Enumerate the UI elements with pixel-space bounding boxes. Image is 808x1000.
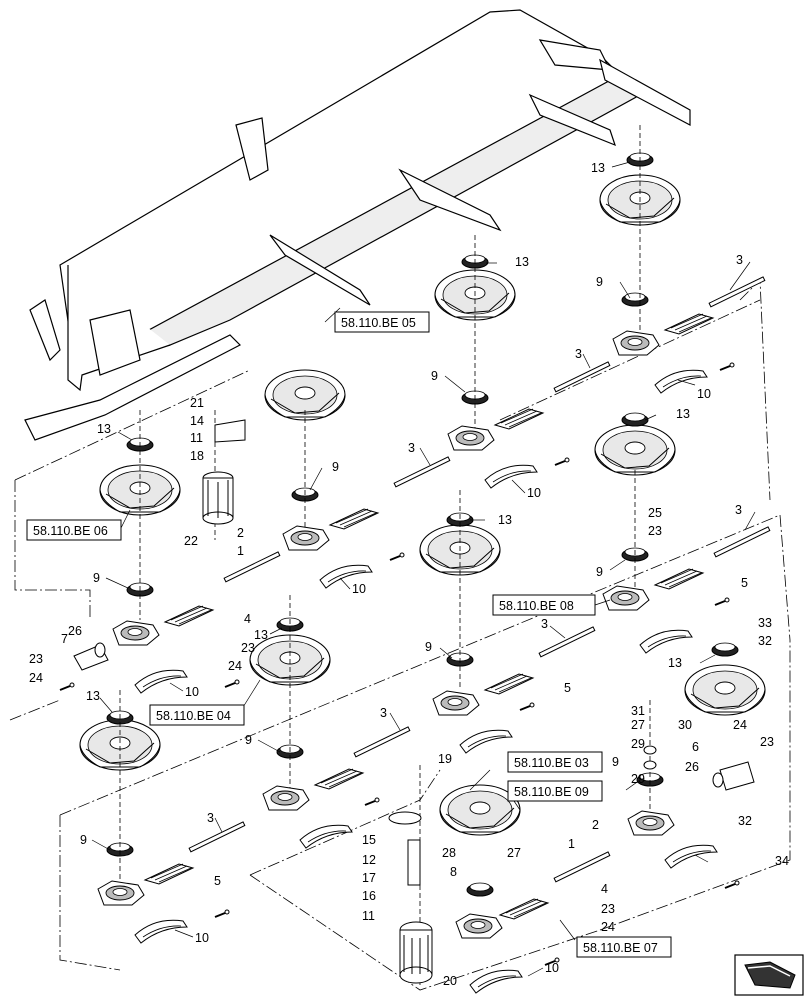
callout: 13 [86,689,100,703]
callout: 3 [541,617,548,631]
callout: 9 [93,571,100,585]
ref-label-be04: 58.110.BE 04 [156,709,231,723]
callout: 13 [591,161,605,175]
reference-boxes: 58.110.BE 05 58.110.BE 06 58.110.BE 08 5… [26,311,672,958]
callout: 7 [61,632,68,646]
callout: 11 [362,909,375,923]
callout: 15 [362,833,376,847]
direction-arrow-icon [734,954,804,996]
callout: 9 [596,565,603,579]
callout: 23 [648,524,662,538]
callout: 19 [438,752,452,766]
callout: 3 [736,253,743,267]
ref-label-be07: 58.110.BE 07 [583,941,658,955]
callout: 21 [190,396,204,410]
callout: 10 [527,486,541,500]
callout: 13 [97,422,111,436]
callout: 4 [244,612,251,626]
stack-lines [119,125,651,985]
callout: 23 [601,902,615,916]
callout: 27 [507,846,521,860]
callout: 2 [592,818,599,832]
ref-label-be06: 58.110.BE 06 [33,524,108,538]
callout: 5 [741,576,748,590]
callout: 18 [190,449,204,463]
callout: 13 [515,255,529,269]
ref-label-be03: 58.110.BE 03 [514,756,589,770]
drive-assembly [73,419,755,984]
callout: 10 [697,387,711,401]
callout: 3 [735,503,742,517]
callout: 11 [190,431,203,445]
callout: 12 [362,853,376,867]
callout: 1 [568,837,575,851]
callout: 9 [431,369,438,383]
callout: 24 [228,659,242,673]
callout: 23 [760,735,774,749]
callout: 25 [648,506,662,520]
callout: 33 [758,616,772,630]
callout: 10 [195,931,209,945]
callout: 9 [596,275,603,289]
callout-numbers: 13 13 13 13 13 13 13 13 3 3 3 3 3 3 3 9 … [29,161,789,988]
callout: 22 [184,534,198,548]
callout: 32 [758,634,772,648]
callout: 23 [241,641,255,655]
callout: 14 [190,414,204,428]
callout: 17 [362,871,376,885]
callout: 4 [601,882,608,896]
callout: 13 [254,628,268,642]
callout: 8 [450,865,457,879]
callout: 13 [498,513,512,527]
callout: 3 [575,347,582,361]
callout: 24 [601,920,615,934]
callout: 23 [29,652,43,666]
callout: 13 [676,407,690,421]
callout: 24 [29,671,43,685]
callout: 26 [68,624,82,638]
callout: 13 [668,656,682,670]
callout: 9 [612,755,619,769]
callout: 10 [352,582,366,596]
callout: 16 [362,889,376,903]
group-outlines [9,279,791,991]
callout: 6 [692,740,699,754]
callout: 9 [332,460,339,474]
callout: 32 [738,814,752,828]
callout: 24 [733,718,747,732]
callout: 2 [237,526,244,540]
main-frame [24,9,691,441]
callout: 30 [678,718,692,732]
callout: 5 [214,874,221,888]
callout: 10 [545,961,559,975]
callout: 3 [408,441,415,455]
callout: 34 [775,854,789,868]
callout: 9 [425,640,432,654]
callout: 31 [631,704,645,718]
callout: 26 [685,760,699,774]
ref-label-be09: 58.110.BE 09 [514,785,589,799]
callout: 3 [207,811,214,825]
leader-lines [91,161,756,977]
callout: 10 [185,685,199,699]
callout: 20 [443,974,457,988]
callout: 9 [245,733,252,747]
callout: 3 [380,706,387,720]
callout: 29 [631,737,645,751]
callout: 28 [442,846,456,860]
ref-label-be08: 58.110.BE 08 [499,599,574,613]
callout: 1 [237,544,244,558]
ref-label-be05: 58.110.BE 05 [341,316,416,330]
callout: 27 [631,718,645,732]
callout: 9 [80,833,87,847]
callout: 5 [564,681,571,695]
callout: 29 [631,772,645,786]
